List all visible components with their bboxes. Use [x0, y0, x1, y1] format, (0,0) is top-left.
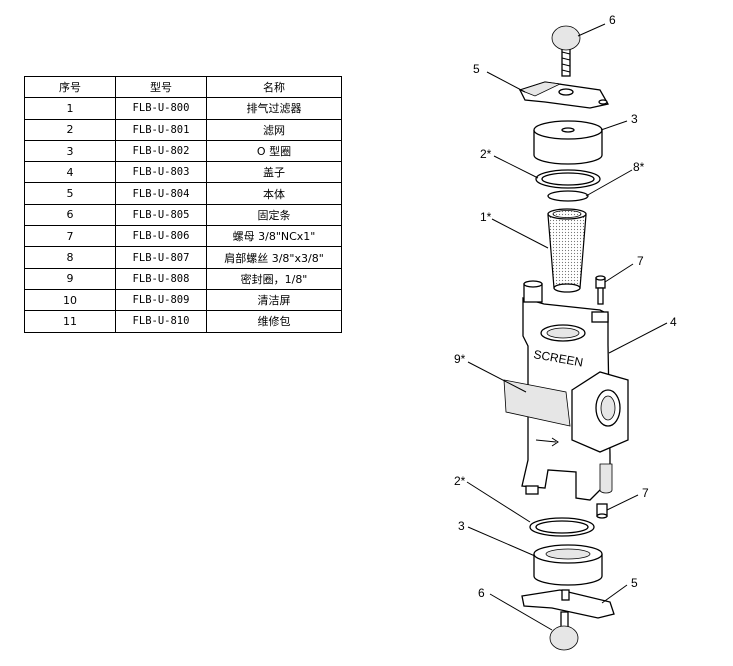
cell-model: FLB-U-801: [115, 118, 207, 141]
cell-model: FLB-U-803: [115, 161, 207, 184]
callout-7-bottom: 7: [642, 486, 649, 500]
shoulder-screw-bottom: [596, 503, 608, 519]
cell-name: 本体: [206, 182, 342, 205]
callout-2-bottom: 2*: [454, 474, 466, 488]
callout-9: 9*: [454, 352, 466, 366]
clamp-bar-bottom: [521, 589, 615, 619]
cell-name: O 型圈: [206, 139, 342, 163]
callout-6-bottom: 6: [478, 586, 485, 600]
cap-bottom: [533, 544, 603, 586]
callout-6-top: 6: [609, 13, 616, 27]
callout-1: 1*: [480, 210, 492, 224]
callout-3-top: 3: [631, 112, 638, 126]
cell-name: 密封圈，1/8": [206, 267, 342, 290]
callout-4: 4: [670, 315, 677, 329]
cell-model: FLB-U-807: [115, 246, 207, 269]
o-ring-bottom: [529, 517, 595, 537]
callout-5-bottom: 5: [631, 576, 638, 590]
cap-top: [533, 120, 603, 165]
cell-model: FLB-U-804: [115, 182, 207, 205]
header-model: 型号: [115, 75, 207, 99]
cell-no: 3: [24, 139, 116, 163]
gasket-screen: [503, 379, 571, 427]
callout-8: 8*: [633, 160, 645, 174]
cell-name: 螺母 3/8"NCx1": [206, 225, 342, 248]
cell-model: FLB-U-809: [115, 288, 207, 312]
knob-bottom: [549, 611, 579, 651]
cell-model: FLB-U-800: [115, 97, 207, 120]
callout-2-top: 2*: [480, 147, 492, 161]
exploded-parts-diagram: SCREEN: [454, 13, 677, 651]
cell-model: FLB-U-802: [115, 139, 207, 163]
knob-top: [551, 25, 581, 77]
cell-name: 滤网: [206, 118, 342, 141]
header-name: 名称: [206, 75, 342, 99]
cell-no: 7: [24, 225, 116, 248]
leader-lines: [466, 23, 668, 631]
thin-ring: [547, 190, 589, 202]
cell-name: 固定条: [206, 203, 342, 227]
cell-no: 10: [24, 288, 116, 312]
shoulder-screw-top: [595, 275, 606, 305]
callout-5-top: 5: [473, 62, 480, 76]
callout-labels: 6 5 3 2* 8* 1* 7 4 9* 2* 7 3 5 6: [454, 13, 677, 600]
header-no: 序号: [24, 75, 116, 99]
callout-7-top: 7: [637, 254, 644, 268]
cell-name: 清洁屏: [206, 288, 342, 312]
cell-no: 5: [24, 182, 116, 205]
cone-filter-screen: [547, 208, 587, 293]
cell-no: 6: [24, 203, 116, 227]
cell-no: 11: [24, 310, 116, 333]
cell-model: FLB-U-808: [115, 267, 207, 290]
cell-no: 9: [24, 267, 116, 290]
cell-no: 8: [24, 246, 116, 269]
cell-name: 维修包: [206, 310, 342, 333]
cell-name: 排气过滤器: [206, 97, 342, 120]
cell-no: 4: [24, 161, 116, 184]
cell-model: FLB-U-806: [115, 225, 207, 248]
o-ring-top: [535, 169, 601, 189]
clamp-bar-top: [518, 81, 610, 109]
cell-name: 盖子: [206, 161, 342, 184]
cell-name: 肩部螺丝 3/8"x3/8": [206, 246, 342, 269]
cell-no: 2: [24, 118, 116, 141]
cell-model: FLB-U-805: [115, 203, 207, 227]
cell-no: 1: [24, 97, 116, 120]
cell-model: FLB-U-810: [115, 310, 207, 333]
table-header-row: 序号 型号 名称: [24, 75, 342, 99]
callout-3-bottom: 3: [458, 519, 465, 533]
